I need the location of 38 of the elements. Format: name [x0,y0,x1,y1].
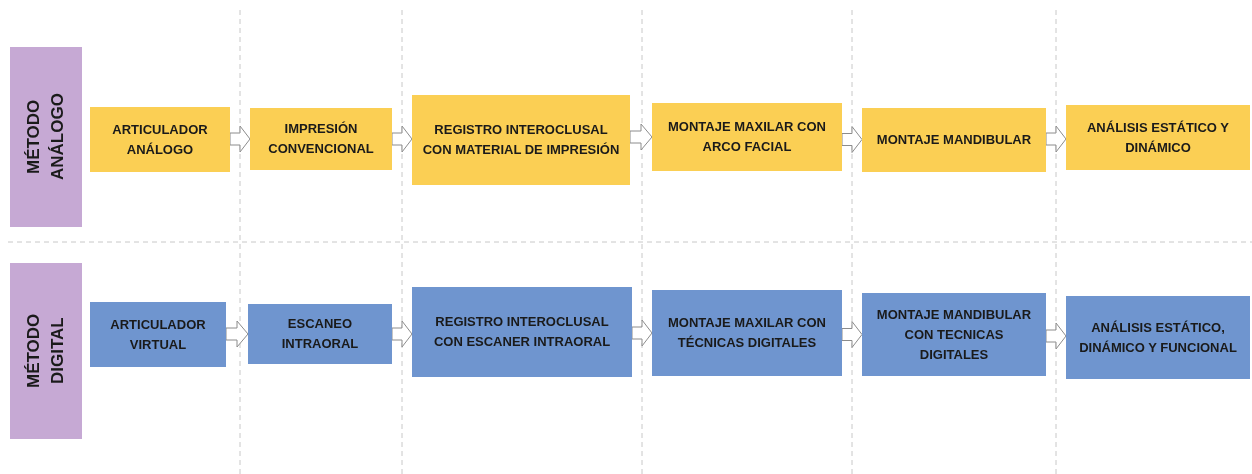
process-box [862,108,1046,172]
process-box [652,103,842,171]
step-label: ANÁLISIS ESTÁTICO Y DINÁMICO [1085,118,1231,157]
block-arrow [841,126,863,153]
method-band [10,47,82,227]
process-box [90,107,230,172]
block-arrow [1045,125,1067,153]
process-box [1066,296,1250,379]
step-label: IMPRESIÓN CONVENCIONAL [267,120,375,158]
process-box [412,95,630,185]
process-box [90,302,226,367]
step-label: ESCANEO INTRAORAL [280,315,360,353]
step-label: MONTAJE MAXILAR CON ARCO FACIAL [667,118,827,156]
step-label: REGISTRO INTEROCLUSAL CON ESCANER INTRAORAL [432,313,612,351]
step-label: REGISTRO INTEROCLUSAL CON MATERIAL DE IMPRESIÓN [421,121,621,159]
method-label: MÉTODO DIGITAL [23,312,68,391]
step-label: ARTICULADOR ANÁLOGO [111,120,209,159]
process-box [652,290,842,376]
step-label: ARTICULADOR VIRTUAL [109,315,207,354]
method-label: MÉTODO ANÁLOGO [23,92,68,183]
step-label: MONTAJE MAXILAR CON TÉCNICAS DIGITALES [667,314,827,352]
process-box [862,293,1046,376]
process-box [248,304,392,364]
step-label: ANÁLISIS ESTÁTICO, DINÁMICO Y FUNCIONAL [1078,318,1238,357]
block-arrow [1045,322,1067,350]
process-box [1066,105,1250,170]
process-box [412,287,632,377]
step-label: MONTAJE MANDIBULAR [875,131,1033,149]
block-arrow [841,321,863,348]
method-band [10,263,82,439]
block-arrow [631,319,653,347]
block-arrow [629,123,653,151]
step-label: MONTAJE MANDIBULAR CON TECNICAS DIGITALES [875,305,1033,364]
block-arrow [391,320,413,348]
block-arrow [229,125,251,153]
block-arrow [391,125,413,153]
process-box [250,108,392,170]
block-arrow [225,320,249,348]
